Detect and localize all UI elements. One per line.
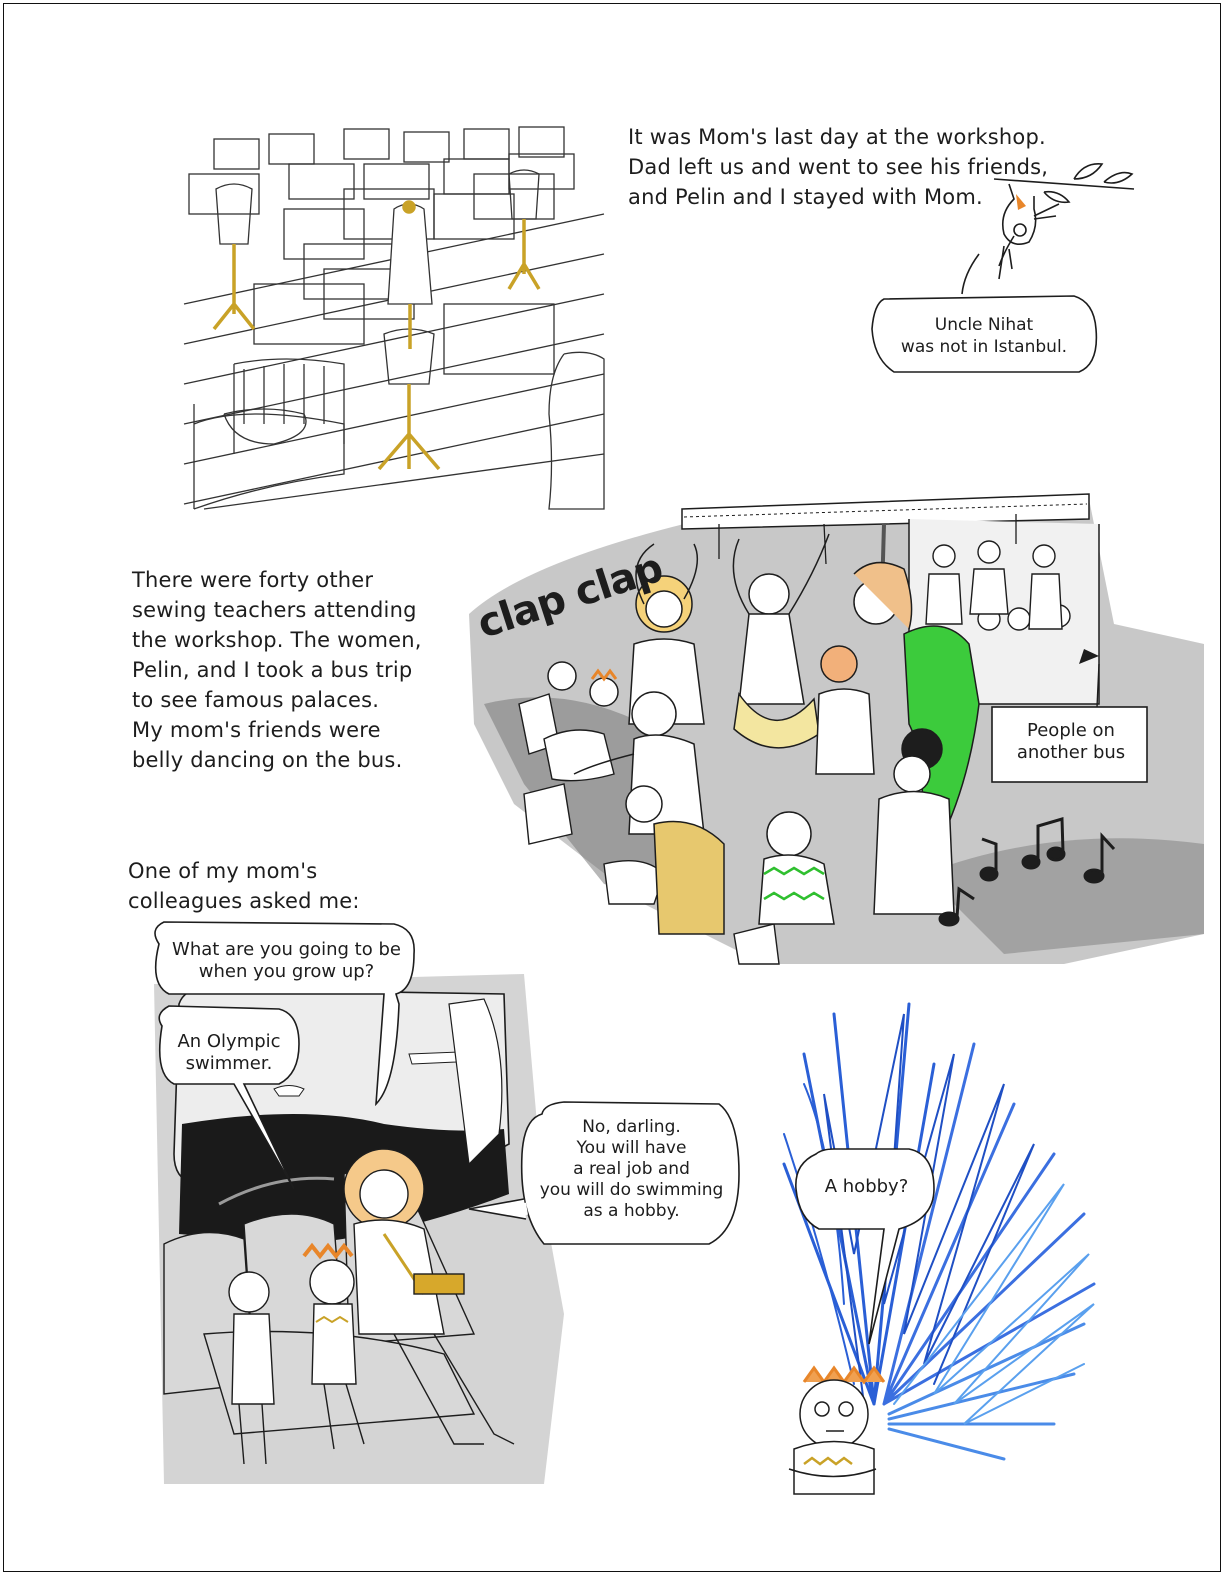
narration-line: to see famous palaces. (132, 688, 380, 712)
narration-line: belly dancing on the bus. (132, 748, 403, 772)
bubble-line: when you grow up? (198, 961, 375, 982)
narration-line: sewing teachers attending (132, 598, 417, 622)
narration-line: My mom's friends were (132, 718, 381, 742)
narration-top: It was Mom's last day at the workshop. D… (628, 122, 1048, 212)
bus-dancing-illustration (469, 493, 1204, 965)
blue-scribble-illustration (782, 1002, 1096, 1495)
uncle-speech-bubble: Uncle Nihat was not in Istanbul. (884, 314, 1084, 358)
narration-line: and Pelin and I stayed with Mom. (628, 185, 983, 209)
bubble-line: An Olympic (177, 1031, 281, 1052)
caption-line: another bus (1016, 742, 1126, 763)
narration-line: There were forty other (132, 568, 374, 592)
narration-line: colleagues asked me: (128, 889, 360, 913)
narration-line: Pelin, and I took a bus trip (132, 658, 413, 682)
narration-line: the workshop. The women, (132, 628, 422, 652)
dormitory-illustration (183, 126, 605, 510)
bus-conversation-illustration (154, 921, 740, 1484)
narration-bottom: One of my mom's colleagues asked me: (128, 856, 360, 916)
reply-speech-bubble: No, darling. You will have a real job an… (524, 1117, 739, 1222)
other-bus-caption: People on another bus (996, 720, 1146, 764)
narration-middle: There were forty other sewing teachers a… (132, 565, 422, 775)
hobby-speech-bubble: A hobby? (824, 1176, 909, 1197)
bubble-line: swimmer. (185, 1053, 273, 1074)
narration-line: One of my mom's (128, 859, 318, 883)
bubble-line: Uncle Nihat (934, 315, 1034, 335)
caption-line: People on (1027, 720, 1115, 741)
bubble-line: What are you going to be (172, 939, 401, 960)
answer-speech-bubble: An Olympic swimmer. (164, 1031, 294, 1075)
bubble-line: No, darling. (582, 1117, 681, 1137)
bubble-line: as a hobby. (583, 1201, 680, 1221)
bubble-line: a real job and (573, 1159, 690, 1179)
comic-page: It was Mom's last day at the workshop. D… (3, 3, 1221, 1572)
narration-line: It was Mom's last day at the workshop. (628, 125, 1046, 149)
bird-on-branch-illustration (871, 162, 1135, 373)
bubble-line: You will have (576, 1138, 687, 1158)
bubble-line: you will do swimming (539, 1180, 724, 1200)
narration-line: Dad left us and went to see his friends, (628, 155, 1049, 179)
question-speech-bubble: What are you going to be when you grow u… (159, 939, 414, 983)
bubble-line: was not in Istanbul. (900, 337, 1068, 357)
